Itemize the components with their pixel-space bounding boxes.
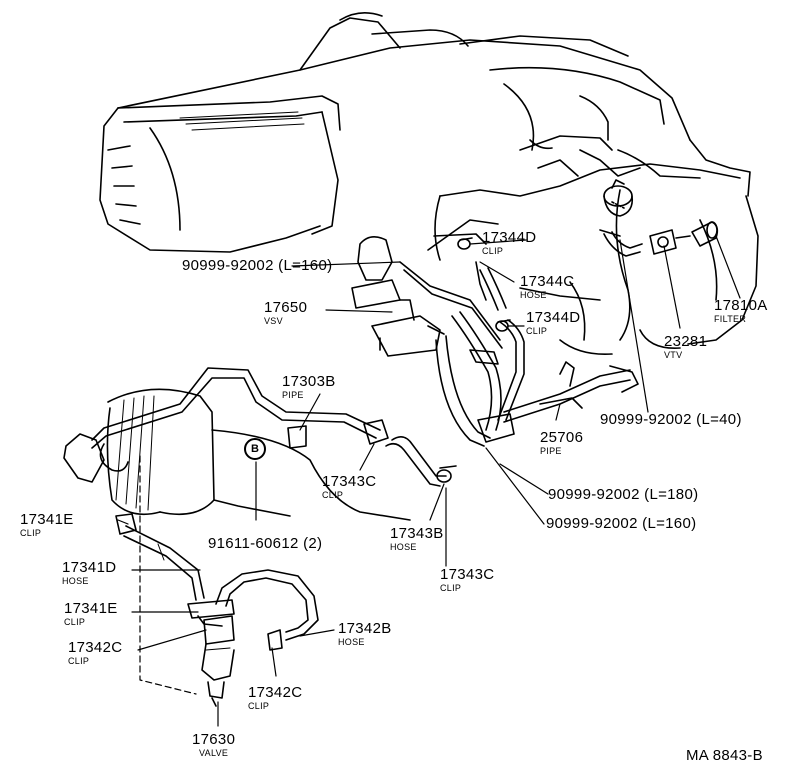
part-label-17343c-clip-b: 17343C CLIP (440, 566, 495, 593)
part-label-17344d-clip-b: 17344D CLIP (526, 309, 581, 336)
part-label-91611-60612: 91611-60612 (2) (208, 535, 323, 552)
part-label-25706-pipe: 25706 PIPE (540, 429, 584, 456)
engine-cover-left (99, 95, 341, 253)
reference-dashed-line (139, 455, 197, 695)
part-label-17343b-hose: 17343B HOSE (390, 525, 444, 552)
engine-manifold-right (434, 163, 759, 356)
engine-intake-plenum (117, 12, 751, 197)
part-label-17303b-pipe: 17303B PIPE (282, 373, 336, 400)
lower-hoses (115, 513, 319, 651)
valve-17630-drawing (201, 615, 235, 707)
part-label-17341e-clip-b: 17341E CLIP (64, 600, 118, 627)
clips-17344d (457, 237, 511, 332)
part-label-17810a-filter: 17810A FILTER (714, 297, 768, 324)
sensors-top-right (603, 179, 719, 257)
vacuum-hoses-centre (435, 267, 639, 447)
part-label-90999-92002-l180: 90999-92002 (L=180) (548, 486, 699, 503)
part-label-90999-92002-l40: 90999-92002 (L=40) (600, 411, 742, 428)
part-label-17342b-hose: 17342B HOSE (338, 620, 392, 647)
vsv-assembly (351, 219, 503, 357)
part-label-90999-92002-l160-a: 90999-92002 (L=160) (182, 257, 333, 274)
part-label-23281-vtv: 23281 VTV (664, 333, 708, 360)
part-label-17342c-clip-a: 17342C CLIP (68, 639, 123, 666)
part-label-17343c-clip-a: 17343C CLIP (322, 473, 377, 500)
part-label-17344d-clip-a: 17344D CLIP (482, 229, 537, 256)
part-label-17650-vsv: 17650 VSV (264, 299, 308, 326)
hose-17343b (385, 436, 457, 487)
charcoal-canister (63, 388, 411, 521)
part-label-17341d-hose: 17341D HOSE (62, 559, 117, 586)
part-label-17341e-clip-a: 17341E CLIP (20, 511, 74, 538)
part-label-17630-valve: 17630 VALVE (192, 731, 236, 758)
part-label-17344c-hose: 17344C HOSE (520, 273, 575, 300)
part-label-17342c-clip-b: 17342C CLIP (248, 684, 303, 711)
part-label-90999-92002-l160-b: 90999-92002 (L=160) (546, 515, 697, 532)
callout-b-marker: B (244, 438, 266, 460)
drawing-id: MA 8843-B (686, 747, 763, 764)
leader-lines (117, 235, 741, 727)
pipe-17303b (91, 367, 389, 449)
